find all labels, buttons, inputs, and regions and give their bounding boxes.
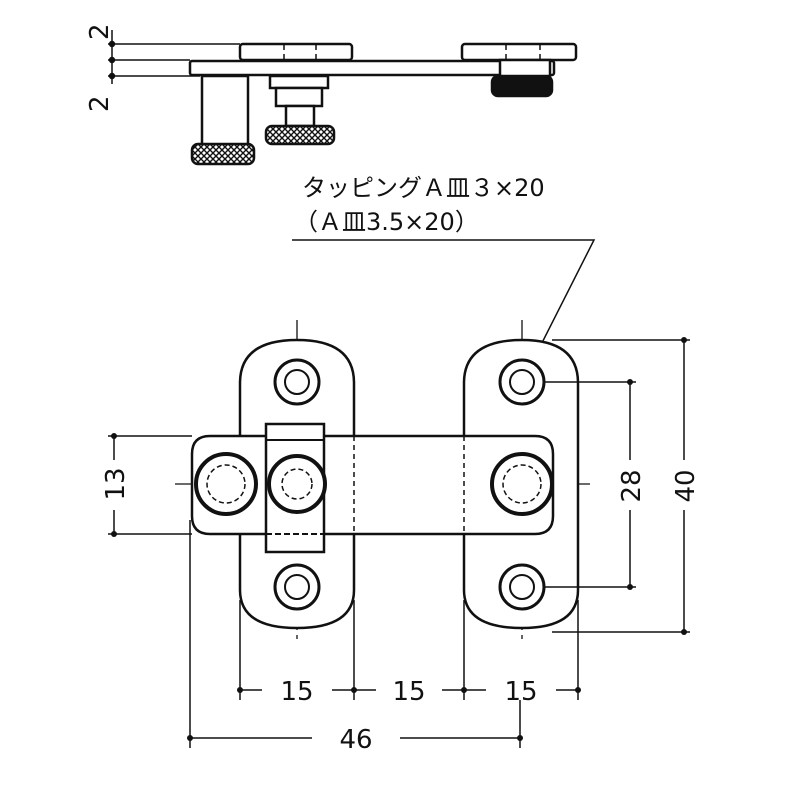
side-boss	[490, 74, 554, 98]
side-view	[188, 42, 578, 166]
keeper-boss	[490, 452, 554, 516]
side-nut-top	[268, 74, 330, 90]
side-screw-shaft	[284, 104, 316, 128]
screw-holes	[273, 358, 546, 611]
dimension-dots	[111, 337, 687, 741]
dim-side-gap-top: 2	[85, 23, 115, 40]
dim-side-gap-bottom: 2	[85, 95, 115, 112]
slider-knob	[267, 454, 327, 514]
side-latch-bar	[188, 59, 556, 77]
knob-left-hidden	[206, 464, 246, 504]
dim-plate-width-1: 15	[280, 677, 313, 707]
latch-bar-hidden-edges	[353, 436, 465, 534]
knob-left	[194, 452, 258, 516]
side-nut	[274, 86, 324, 108]
dim-overall-width: 46	[339, 725, 372, 755]
side-knob-shaft	[200, 74, 250, 148]
side-plate-right	[460, 42, 578, 62]
dim-hole-pitch: 28	[617, 469, 647, 502]
dim-gap: 15	[392, 677, 425, 707]
screw-hole-inner	[284, 369, 310, 395]
side-dimension-lines	[108, 30, 240, 84]
dimension-lines	[108, 339, 690, 748]
side-screw-knurl	[264, 124, 336, 146]
dim-plate-height: 40	[671, 469, 701, 502]
dim-plate-width-2: 15	[504, 677, 537, 707]
side-knob-knurl	[190, 142, 256, 166]
side-hidden-lines	[283, 44, 541, 60]
keeper-boss-hidden	[502, 464, 542, 504]
screw-note-line2: （Ａ皿3.5×20）	[294, 208, 479, 236]
screw-hole-inner	[509, 574, 535, 600]
slider-knob-hidden	[281, 468, 313, 500]
dim-latch-width: 13	[101, 467, 131, 500]
side-boss-top	[498, 58, 552, 78]
side-plate-left	[238, 42, 354, 62]
screw-hole-inner	[509, 369, 535, 395]
screw-hole-inner	[284, 574, 310, 600]
screw-note-line1: タッピングＡ皿３×20	[302, 174, 545, 202]
